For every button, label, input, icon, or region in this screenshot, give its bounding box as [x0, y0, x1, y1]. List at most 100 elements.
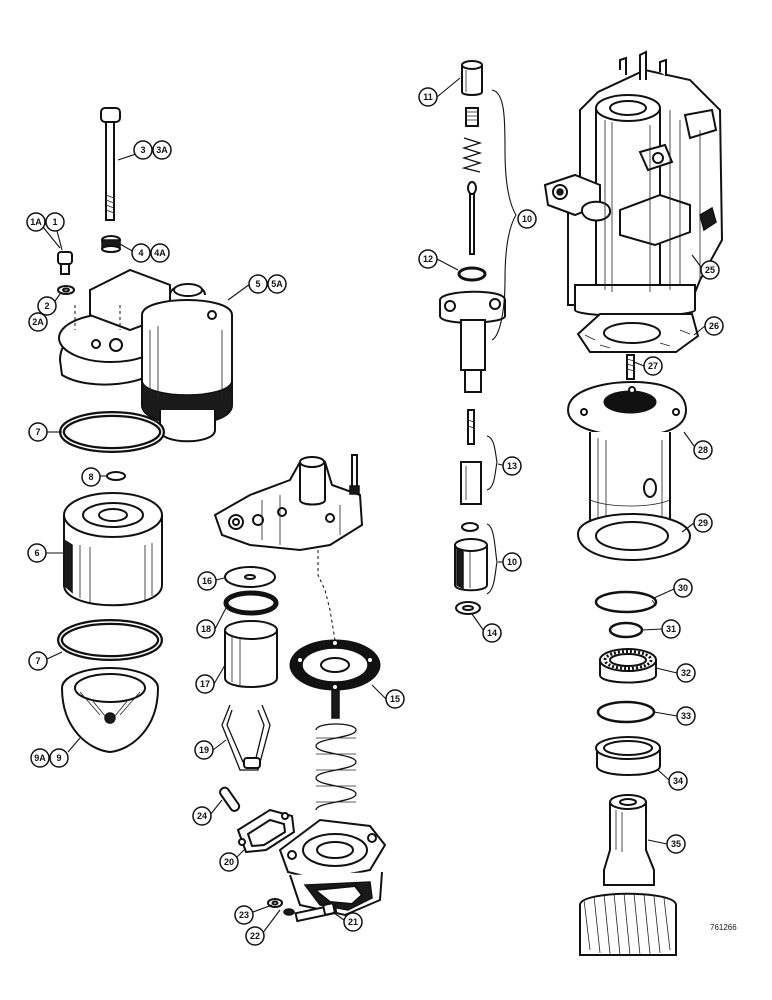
retaining-clip: [221, 704, 271, 771]
callout-34: 34: [668, 771, 688, 791]
svg-text:29: 29: [698, 518, 708, 528]
drain-plug: [57, 251, 73, 275]
snap-ring-inner: [608, 621, 644, 639]
callout-31: 31: [661, 619, 681, 639]
adapter-gasket: [576, 512, 692, 562]
svg-text:24: 24: [197, 811, 207, 821]
svg-text:9A: 9A: [34, 753, 46, 763]
bolt-washer: [101, 235, 121, 253]
svg-text:12: 12: [423, 254, 433, 264]
callout-11: 11: [418, 87, 438, 107]
svg-text:3A: 3A: [156, 145, 168, 155]
pump-valve-pin: [349, 454, 360, 495]
callout-35: 35: [666, 834, 686, 854]
callout-25: 25: [700, 260, 720, 280]
valve-cap: [461, 60, 483, 96]
filter-gasket-lower: [57, 619, 163, 661]
svg-text:26: 26: [709, 321, 719, 331]
svg-text:6: 6: [34, 548, 39, 558]
svg-text:16: 16: [202, 576, 212, 586]
callout-32: 32: [676, 663, 696, 683]
callout-20: 20: [219, 852, 239, 872]
nozzle-seal-ring: [455, 601, 481, 615]
pump-mounting-bolt: [294, 902, 338, 923]
callout-33: 33: [676, 706, 696, 726]
svg-text:20: 20: [224, 857, 234, 867]
svg-text:31: 31: [666, 624, 676, 634]
transfer-pump-assembly: [213, 454, 387, 923]
callout-1a: 1A: [26, 212, 46, 232]
callout-14: 14: [482, 623, 502, 643]
svg-text:27: 27: [648, 361, 658, 371]
drive-gear-shaft: [579, 794, 677, 956]
callout-27: 27: [643, 356, 663, 376]
svg-text:28: 28: [698, 445, 708, 455]
fuel-filter-assembly: [57, 107, 233, 754]
svg-text:34: 34: [673, 776, 683, 786]
svg-text:5A: 5A: [271, 279, 283, 289]
svg-text:3: 3: [140, 145, 145, 155]
pump-adapter-housing: [566, 380, 688, 530]
callout-28: 28: [693, 440, 713, 460]
injection-pump-assembly: [543, 50, 724, 956]
leader-lines: [42, 77, 706, 935]
callout-21: 21: [343, 912, 363, 932]
callout-23: 23: [234, 905, 254, 925]
callout-labels: 1A 1 2 2A 3 3A 4 4A 5 5A 7 8 6 7 9A 9 11…: [26, 77, 724, 946]
svg-text:14: 14: [487, 628, 497, 638]
mounting-stud: [626, 354, 635, 380]
svg-text:13: 13: [507, 461, 517, 471]
callout-9a: 9A: [30, 748, 50, 768]
filter-bowl: [61, 667, 159, 754]
svg-text:1: 1: [52, 217, 57, 227]
svg-text:8: 8: [88, 472, 93, 482]
snap-ring-outer: [594, 590, 658, 614]
valve-stem: [467, 181, 477, 255]
callout-5a: 5A: [267, 274, 287, 294]
svg-text:15: 15: [390, 694, 400, 704]
svg-text:18: 18: [201, 624, 211, 634]
filter-bolt: [100, 107, 121, 221]
filter-o-ring: [106, 471, 126, 481]
callout-22: 22: [245, 926, 265, 946]
retaining-ring: [596, 700, 656, 724]
svg-text:19: 19: [199, 745, 209, 755]
svg-text:11: 11: [423, 92, 433, 102]
drawing-reference-number: 761266: [710, 923, 737, 932]
svg-text:9: 9: [56, 753, 61, 763]
nozzle-pin: [467, 409, 475, 445]
svg-text:4A: 4A: [154, 248, 166, 258]
svg-text:1A: 1A: [30, 217, 42, 227]
filter-element: [63, 492, 163, 607]
callout-4: 4: [131, 243, 151, 263]
callout-7-upper: 7: [28, 422, 48, 442]
nozzle-body: [454, 538, 488, 592]
callout-24: 24: [192, 806, 212, 826]
housing-gasket: [576, 313, 700, 353]
callout-5: 5: [248, 274, 268, 294]
svg-text:23: 23: [239, 910, 249, 920]
svg-text:25: 25: [705, 265, 715, 275]
callout-12: 12: [418, 249, 438, 269]
svg-text:21: 21: [348, 917, 358, 927]
svg-text:4: 4: [138, 248, 143, 258]
svg-text:10: 10: [507, 557, 517, 567]
callout-15: 15: [385, 689, 405, 709]
svg-text:7: 7: [35, 656, 40, 666]
svg-text:5: 5: [255, 279, 260, 289]
svg-text:17: 17: [200, 679, 210, 689]
ball-bearing: [599, 648, 657, 684]
nozzle-sleeve: [460, 461, 482, 505]
pump-pin: [219, 786, 241, 812]
injection-pump-housing: [543, 50, 724, 317]
callout-9: 9: [49, 748, 69, 768]
spacer-sleeve: [595, 736, 661, 776]
callout-19: 19: [194, 740, 214, 760]
bolt-flat-washer: [283, 908, 295, 916]
svg-text:10: 10: [522, 214, 532, 224]
pump-seal-washer: [224, 566, 276, 588]
callout-26: 26: [704, 316, 724, 336]
callout-16: 16: [197, 571, 217, 591]
pump-diaphragm: [289, 639, 381, 719]
